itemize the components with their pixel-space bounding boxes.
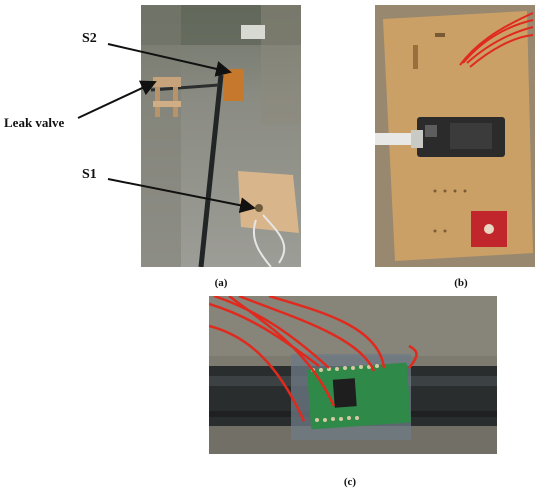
field-photo bbox=[141, 5, 301, 267]
photo-panel-c bbox=[209, 296, 497, 454]
caption-b: (b) bbox=[454, 277, 468, 289]
sensor-s2 bbox=[224, 69, 244, 101]
photo-panel-b bbox=[375, 5, 535, 267]
pipe-sensor-photo bbox=[209, 296, 497, 454]
label-s2: S2 bbox=[82, 31, 97, 46]
photo-panel-a bbox=[141, 5, 301, 267]
label-leak-valve: Leak valve bbox=[4, 115, 65, 130]
caption-a: (a) bbox=[214, 277, 228, 289]
caption-c: (c) bbox=[343, 476, 357, 488]
pcb-photo bbox=[375, 5, 535, 267]
sensor-s1-board bbox=[238, 171, 299, 233]
red-wires-c bbox=[209, 296, 418, 422]
red-wires bbox=[459, 12, 534, 68]
label-s1: S1 bbox=[82, 167, 97, 182]
leak-valve-stand bbox=[153, 77, 181, 117]
green-sensor-board bbox=[307, 362, 411, 430]
